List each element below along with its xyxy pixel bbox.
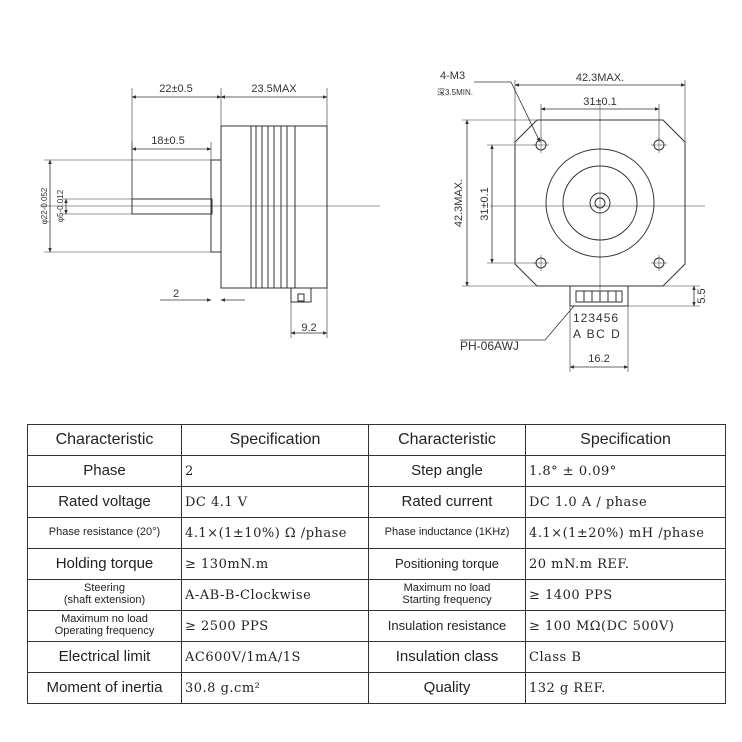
characteristic-label: Rated current: [401, 493, 493, 511]
shaft: [131, 198, 213, 215]
characteristic-label: Phase resistance (20°): [48, 526, 161, 539]
specification-cell: DC 1.0 A / phase: [525, 486, 726, 518]
side-view-labels: 22±0.5 23.5MAX 18±0.5 φ22-0.052 φ5-0.012…: [40, 83, 317, 334]
side-connector: [290, 287, 312, 303]
specification-cell: 30.8 g.cm²: [181, 672, 369, 704]
characteristic-label: Maximum no load: [61, 613, 148, 626]
characteristic-cell: Insulation resistance: [368, 610, 526, 642]
dim-235-label: 23.5MAX: [251, 83, 297, 95]
front-connector: [569, 285, 629, 307]
table-row: Moment of inertia 30.8 g.cm² Quality 132…: [27, 672, 726, 704]
specification-cell: ≥ 130mN.m: [181, 548, 369, 580]
depth-label: 深3.5MIN.: [437, 88, 473, 97]
shaft-circle: [589, 192, 611, 214]
dim-height-label: 42.3MAX.: [453, 179, 465, 227]
specification-cell: Class B: [525, 641, 726, 673]
dim-width-label: 42.3MAX.: [576, 72, 624, 84]
dim-22-label: 22±0.5: [159, 83, 193, 95]
dim-92-label: 9.2: [301, 322, 316, 334]
table-row: Phase 2 Step angle 1.8° ± 0.09°: [27, 455, 726, 487]
spec-table: Characteristic Specification Characteris…: [27, 424, 726, 704]
header-specification-2: Specification: [525, 424, 726, 456]
pin-numbers: 123456: [573, 311, 619, 325]
characteristic-cell: Rated voltage: [27, 486, 182, 518]
specification-cell: ≥ 1400 PPS: [525, 579, 726, 611]
motor-dimension-drawing: 22±0.5 23.5MAX 18±0.5 φ22-0.052 φ5-0.012…: [40, 70, 708, 372]
connector-label: PH-06AWJ: [460, 339, 519, 353]
table-row: Rated voltage DC 4.1 V Rated current DC …: [27, 486, 726, 518]
characteristic-label: Electrical limit: [58, 648, 151, 666]
characteristic-label: Operating frequency: [54, 625, 155, 637]
pilot-inner: [562, 165, 638, 241]
specification-cell: 1.8° ± 0.09°: [525, 455, 726, 487]
front-view-labels: 4-M3 深3.5MIN. 42.3MAX. 31±0.1 42.3MAX. 3…: [437, 70, 708, 365]
characteristic-cell: Phase: [27, 455, 182, 487]
characteristic-label: Phase inductance (1KHz): [384, 526, 510, 539]
dim-shaft-outer-label: φ22-0.052: [40, 187, 49, 224]
characteristic-cell: Phase inductance (1KHz): [368, 517, 526, 549]
table-row: Electrical limit AC600V/1mA/1S Insulatio…: [27, 641, 726, 673]
dim-2-label: 2: [173, 288, 179, 300]
characteristic-cell: Rated current: [368, 486, 526, 518]
dim-hole-spacing-label: 31±0.1: [583, 96, 617, 108]
characteristic-label: Holding torque: [55, 555, 154, 573]
characteristic-cell: Positioning torque: [368, 548, 526, 580]
specification-cell: 4.1×(1±20%) mH /phase: [525, 517, 726, 549]
specification-cell: 20 mN.m REF.: [525, 548, 726, 580]
characteristic-cell: Holding torque: [27, 548, 182, 580]
header-characteristic-2: Characteristic: [368, 424, 526, 456]
specification-cell: ≥ 100 MΩ(DC 500V): [525, 610, 726, 642]
characteristic-label: Positioning torque: [394, 556, 500, 572]
characteristic-label: Rated voltage: [58, 493, 151, 511]
phase-letters: A BC D: [573, 327, 621, 341]
header-characteristic-1: Characteristic: [27, 424, 182, 456]
rear-cap: [294, 125, 328, 289]
characteristic-label: Insulation class: [395, 648, 499, 666]
characteristic-label: Steering: [84, 582, 125, 595]
screw-label: 4-M3: [440, 70, 465, 82]
dim-shaft-inner-label: φ5-0.012: [56, 189, 65, 222]
characteristic-label: Moment of inertia: [46, 679, 163, 697]
specification-cell: ≥ 2500 PPS: [181, 610, 369, 642]
dim-162-label: 16.2: [588, 353, 609, 365]
table-header-row: Characteristic Specification Characteris…: [27, 424, 726, 456]
characteristic-label: Phase: [83, 462, 126, 480]
characteristic-cell: Insulation class: [368, 641, 526, 673]
dim-55-label: 5.5: [696, 288, 708, 303]
front-cap: [220, 125, 252, 289]
specification-cell: 4.1×(1±10%) Ω /phase: [181, 517, 369, 549]
table-row: Holding torque ≥ 130mN.m Positioning tor…: [27, 548, 726, 580]
dim-vertical-spacing-label: 31±0.1: [479, 187, 491, 221]
pilot-outer: [545, 148, 655, 258]
characteristic-label: Quality: [423, 679, 471, 697]
front-view: [460, 80, 705, 372]
specification-cell: DC 4.1 V: [181, 486, 369, 518]
characteristic-cell: Moment of inertia: [27, 672, 182, 704]
header-specification-1: Specification: [181, 424, 369, 456]
characteristic-label: Starting frequency: [402, 594, 492, 606]
characteristic-label: Maximum no load: [403, 582, 491, 595]
characteristic-label: Step angle: [411, 462, 483, 480]
characteristic-cell: Steering(shaft extension): [27, 579, 182, 611]
specification-cell: A-AB-B-Clockwise: [181, 579, 369, 611]
table-row: Phase resistance (20°) 4.1×(1±10%) Ω /ph…: [27, 517, 726, 549]
characteristic-cell: Step angle: [368, 455, 526, 487]
specification-cell: AC600V/1mA/1S: [181, 641, 369, 673]
stator: [250, 125, 296, 289]
characteristic-label: Insulation resistance: [387, 618, 507, 634]
side-view: [40, 88, 380, 338]
characteristic-cell: Quality: [368, 672, 526, 704]
table-row: Steering(shaft extension) A-AB-B-Clockwi…: [27, 579, 726, 611]
specification-cell: 132 g REF.: [525, 672, 726, 704]
characteristic-cell: Electrical limit: [27, 641, 182, 673]
characteristic-label: (shaft extension): [63, 594, 146, 606]
specification-cell: 2: [181, 455, 369, 487]
dim-18-label: 18±0.5: [151, 135, 185, 147]
characteristic-cell: Phase resistance (20°): [27, 517, 182, 549]
